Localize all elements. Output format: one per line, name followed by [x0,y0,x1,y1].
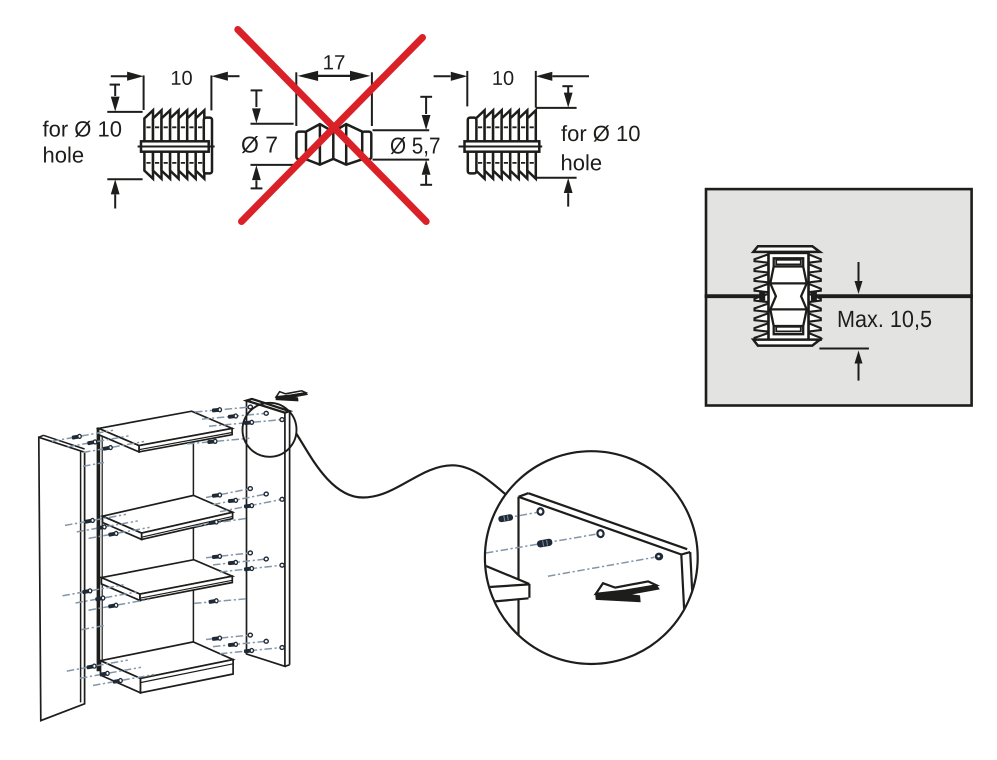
svg-text:10: 10 [170,68,192,90]
svg-text:Max. 10,5: Max. 10,5 [837,306,932,332]
svg-text:hole: hole [42,143,84,168]
svg-text:Ø 7: Ø 7 [241,132,278,158]
svg-text:for Ø 10: for Ø 10 [42,117,121,142]
svg-text:17: 17 [323,51,346,74]
svg-text:10: 10 [492,68,514,90]
svg-text:hole: hole [560,150,602,175]
svg-text:Ø 5,7: Ø 5,7 [390,133,441,159]
svg-text:for Ø 10: for Ø 10 [561,121,640,146]
